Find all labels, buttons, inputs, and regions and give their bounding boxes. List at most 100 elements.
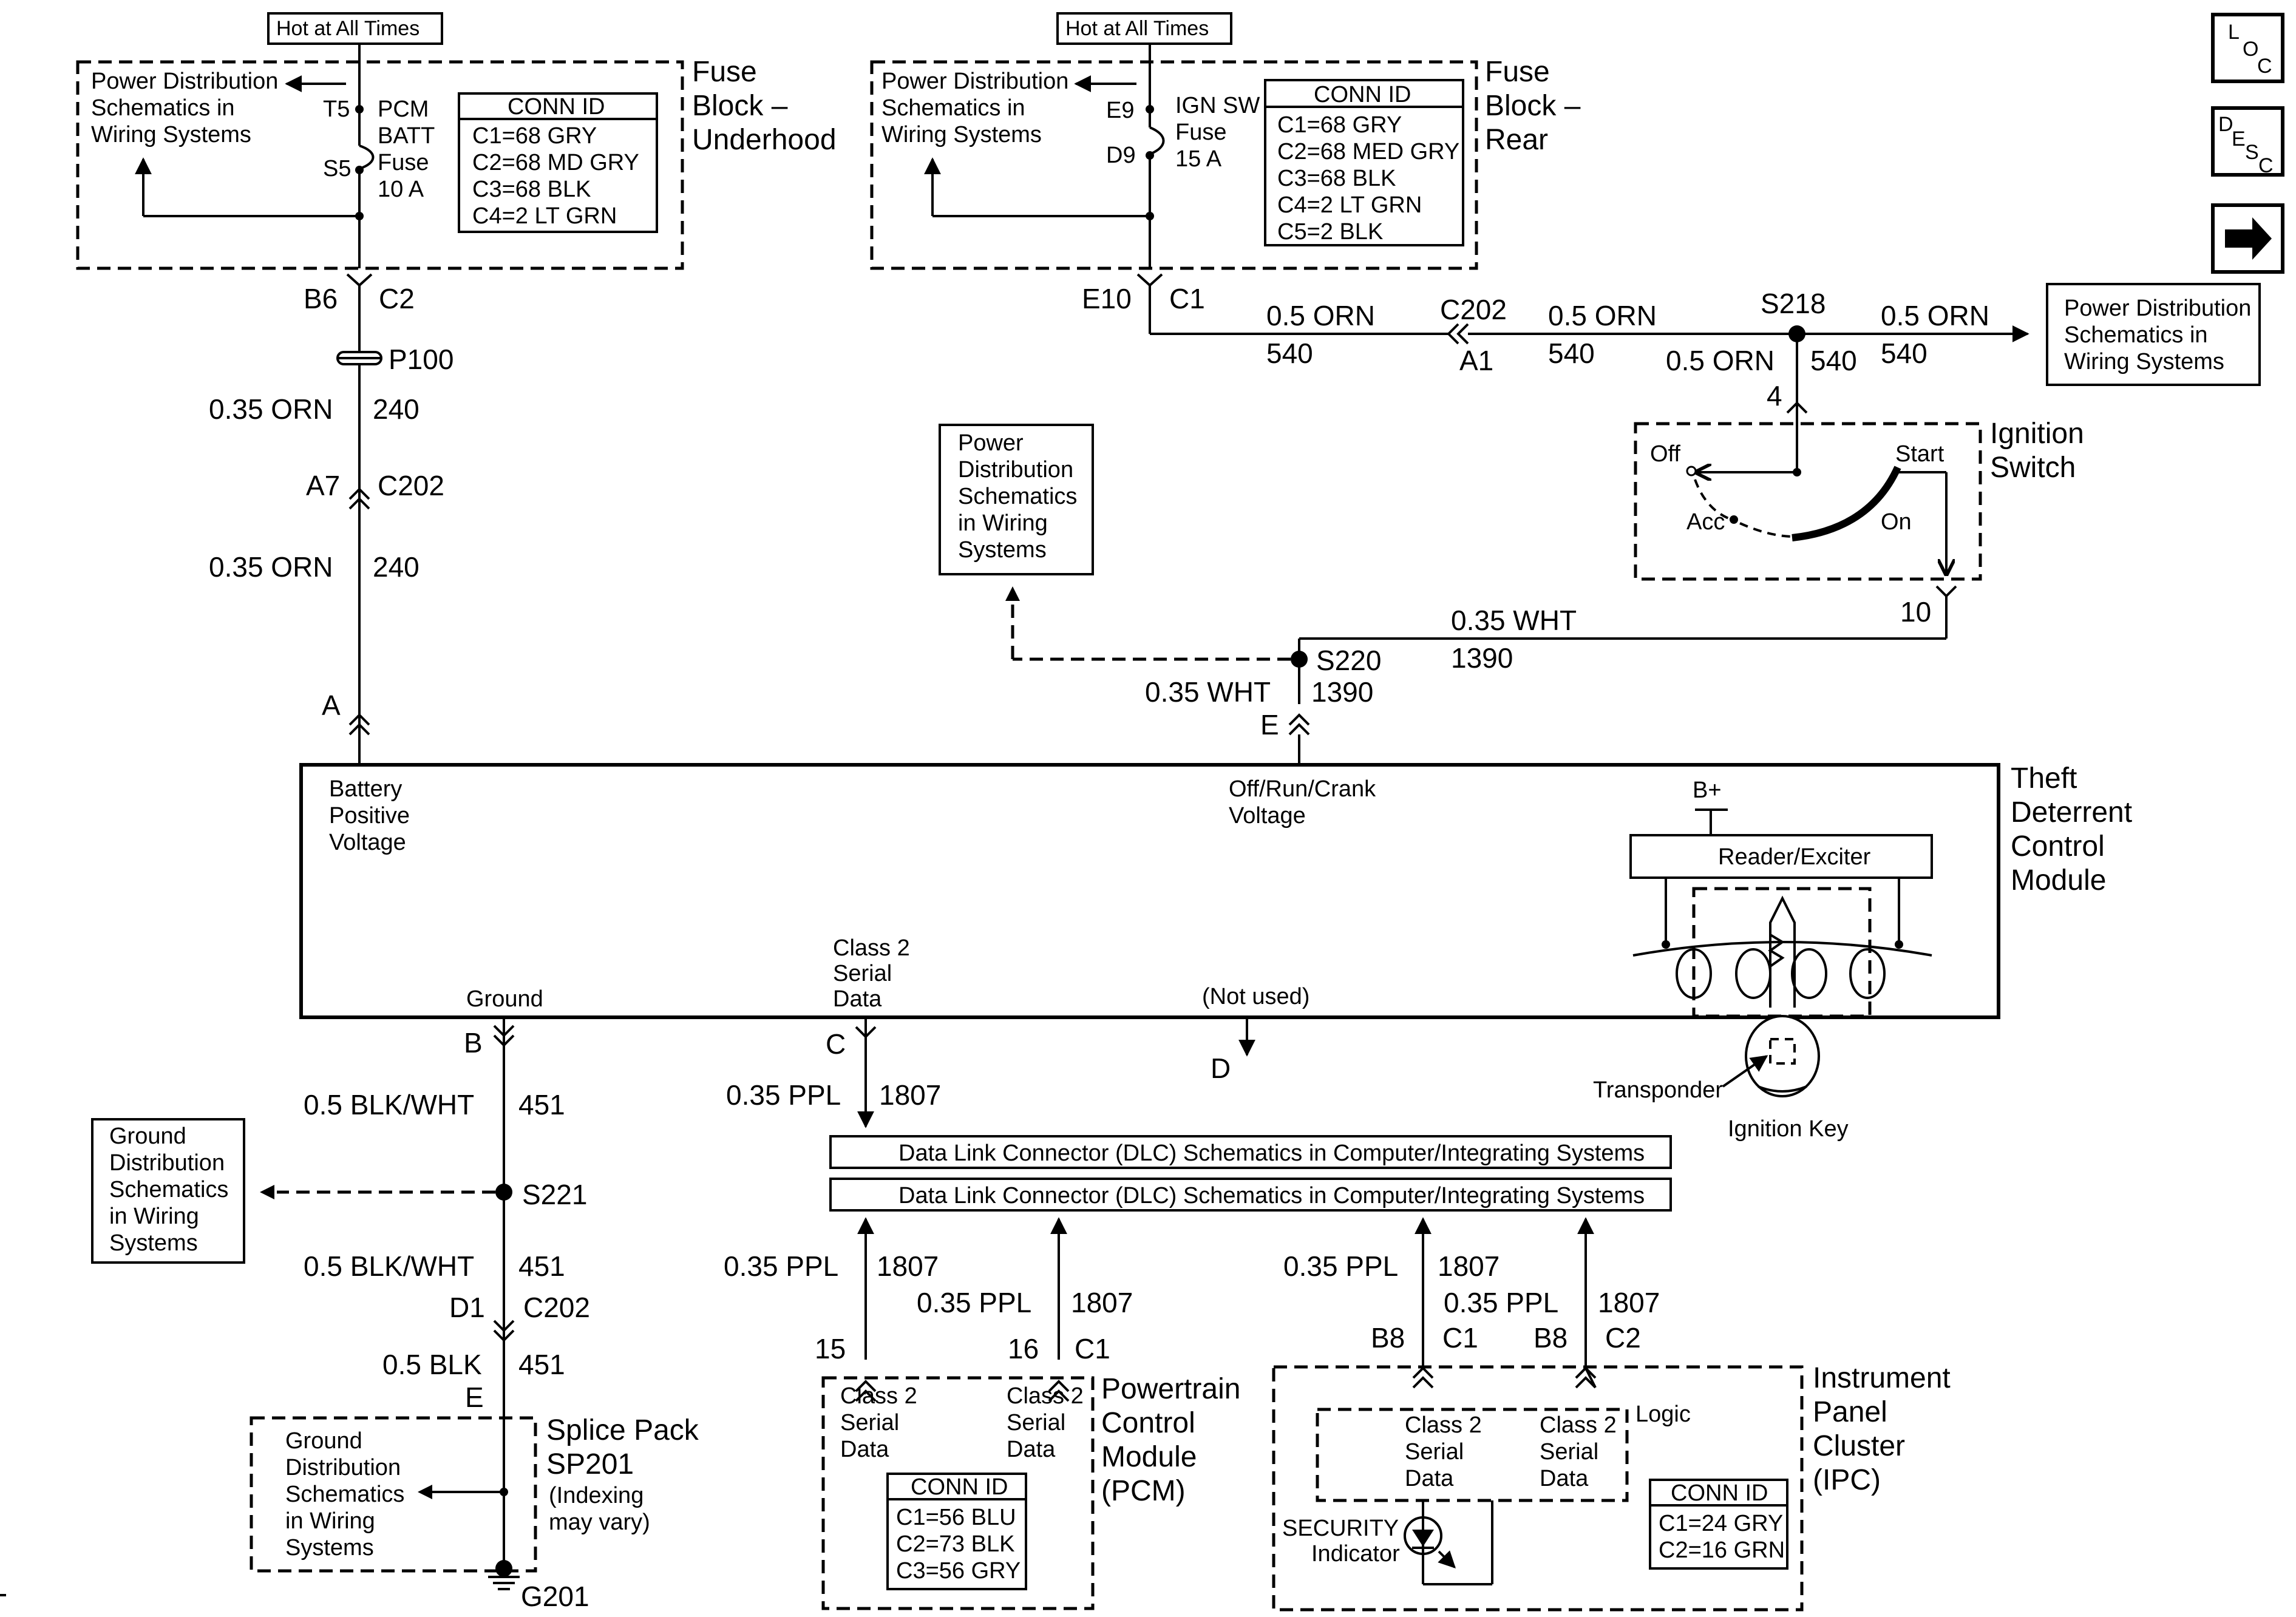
theft-deterrent-module: Theft Deterrent Control Module Battery P… xyxy=(299,762,2132,1142)
diagram-label: Data xyxy=(1405,1466,1454,1491)
diagram-label: 0.35 PPL xyxy=(917,1287,1031,1318)
diagram-label: in Wiring xyxy=(109,1204,199,1229)
splice-s221 xyxy=(495,1184,512,1201)
diagram-label: Off/Run/Crank xyxy=(1229,776,1376,802)
diagram-label: 540 xyxy=(1548,337,1595,369)
diagram-label: C5=2 BLK xyxy=(1277,219,1383,245)
diagram-label: Block – xyxy=(1485,90,1581,122)
diagram-label: C xyxy=(2257,55,2272,78)
diagram-label: 4 xyxy=(1767,380,1782,412)
diagram-label: S218 xyxy=(1761,288,1826,319)
fuse-block-underhood-title: Fuse xyxy=(692,56,757,88)
diagram-label: Serial xyxy=(1540,1439,1598,1465)
diagram-label: B6 xyxy=(304,283,338,314)
diagram-label: SP201 xyxy=(546,1448,634,1480)
diagram-label: 1390 xyxy=(1451,642,1513,674)
nav-desc-button[interactable]: D E S C xyxy=(2211,106,2284,177)
diagram-label: Panel xyxy=(1813,1396,1887,1428)
diagram-label: C2=73 BLK xyxy=(896,1531,1014,1557)
diagram-label: Systems xyxy=(285,1535,374,1561)
reader-exciter xyxy=(1629,834,1933,879)
diagram-label: B xyxy=(464,1027,483,1059)
diagram-label: Schematics xyxy=(958,484,1077,509)
switch-pos-acc xyxy=(1730,515,1738,524)
diagram-label: 0.35 WHT xyxy=(1145,676,1271,708)
splice-s220 xyxy=(1291,651,1308,668)
diagram-label: G201 xyxy=(521,1581,589,1612)
diagram-label: Data xyxy=(1540,1466,1589,1491)
splice-pack-title: Splice Pack xyxy=(546,1414,699,1446)
diagram-label: C3=68 BLK xyxy=(472,177,591,202)
diagram-label: CONN ID xyxy=(1671,1480,1768,1506)
ground-splice xyxy=(495,1560,512,1577)
theft-deterrent-title: Theft xyxy=(2011,762,2077,795)
diagram-label: D9 xyxy=(1106,143,1136,168)
diagram-label: 1807 xyxy=(1438,1250,1500,1282)
diagram-label: Schematics in xyxy=(2064,322,2208,348)
diagram-label: (Not used) xyxy=(1202,984,1309,1009)
run-crank-circuit: 0.35 WHT 1390 S220 0.35 WHT 1390 E Power… xyxy=(939,424,1946,765)
diagram-label: C202 xyxy=(523,1292,590,1323)
diagram-label: A1 xyxy=(1459,345,1493,376)
diagram-label: Distribution xyxy=(285,1455,401,1480)
ground-circuit: B 0.5 BLK/WHT 451 S221 Ground Distributi… xyxy=(91,1017,699,1612)
diagram-label: C2 xyxy=(379,283,415,314)
nav-loc-button[interactable]: L O C xyxy=(2211,13,2284,83)
diagram-label: Positive xyxy=(329,803,410,829)
ignition-switch: Off Acc Start On Ignition Switch 10 xyxy=(1634,418,2084,639)
diagram-label: T5 xyxy=(323,97,350,122)
ignition-feed-circuit: E10 C1 0.5 ORN 540 C202 A1 0.5 ORN 540 S… xyxy=(1082,273,2261,425)
diagram-label: L xyxy=(2228,21,2240,44)
diagram-label: Acc xyxy=(1686,509,1725,535)
diagram-label: Class 2 xyxy=(1007,1383,1084,1409)
diagram-label: Schematics in xyxy=(881,95,1025,121)
diagram-label: C1=24 GRY xyxy=(1659,1511,1783,1536)
diagram-label: CONN ID xyxy=(508,94,605,120)
diagram-label: C1 xyxy=(1442,1322,1478,1354)
diagram-label: Class 2 xyxy=(833,935,910,961)
diagram-label: Control xyxy=(1101,1407,1195,1439)
diagram-label: E xyxy=(1260,709,1279,741)
diagram-label: D1 xyxy=(449,1292,485,1323)
diagram-label: Deterrent xyxy=(2011,796,2132,829)
diagram-label: 1807 xyxy=(879,1079,941,1111)
diagram-label: Serial xyxy=(833,961,892,986)
diagram-label: (PCM) xyxy=(1101,1475,1186,1507)
nav-next-button[interactable] xyxy=(2211,203,2284,274)
diagram-label: Voltage xyxy=(329,830,406,855)
switch-pos-off xyxy=(1686,466,1697,476)
dlc-link-1[interactable] xyxy=(829,1135,1672,1169)
switch-arc-on-start xyxy=(1792,466,1901,541)
diagram-label: Off xyxy=(1650,441,1680,467)
diagram-label: Fuse xyxy=(1175,120,1226,145)
diagram-label: 0.35 PPL xyxy=(724,1250,838,1282)
diagram-label: C202 xyxy=(378,470,444,501)
diagram-label: C2=68 MED GRY xyxy=(1277,139,1459,164)
diagram-label: Fuse xyxy=(378,150,429,175)
fuse-block-underhood: Hot at All Times Power Distribution Sche… xyxy=(76,12,837,270)
diagram-label: Systems xyxy=(109,1230,198,1256)
diagram-label: 0.5 ORN xyxy=(1881,300,1989,331)
diagram-label: Power Distribution xyxy=(881,69,1068,94)
diagram-label: Data Link Connector (DLC) Schematics in … xyxy=(898,1141,1645,1166)
diagram-label: PCM xyxy=(378,97,429,122)
diagram-label: Schematics in xyxy=(91,95,235,121)
powertrain-control-module: Class 2 Serial Data Class 2 Serial Data … xyxy=(821,1373,1240,1610)
diagram-label: Wiring Systems xyxy=(91,122,251,147)
diagram-label: Voltage xyxy=(1229,803,1306,829)
diagram-label: A7 xyxy=(306,470,340,501)
dlc-link-2[interactable] xyxy=(829,1178,1672,1212)
p100-connector xyxy=(336,351,382,365)
diagram-label: D xyxy=(1211,1053,1231,1084)
diagram-label: E xyxy=(465,1381,484,1413)
diagram-label: SECURITY xyxy=(1282,1516,1399,1541)
diagram-label: C3=56 GRY xyxy=(896,1558,1021,1584)
diagram-label: E xyxy=(2232,127,2246,151)
diagram-label: Data Link Connector (DLC) Schematics in … xyxy=(898,1183,1645,1209)
diagram-label: 0.5 ORN xyxy=(1666,345,1775,376)
diagram-label: Class 2 xyxy=(840,1383,917,1409)
diagram-label: C1=56 BLU xyxy=(896,1505,1016,1530)
diagram-label: Data xyxy=(840,1437,889,1462)
diagram-label: IGN SW xyxy=(1175,93,1260,118)
diagram-label: 451 xyxy=(518,1089,565,1120)
